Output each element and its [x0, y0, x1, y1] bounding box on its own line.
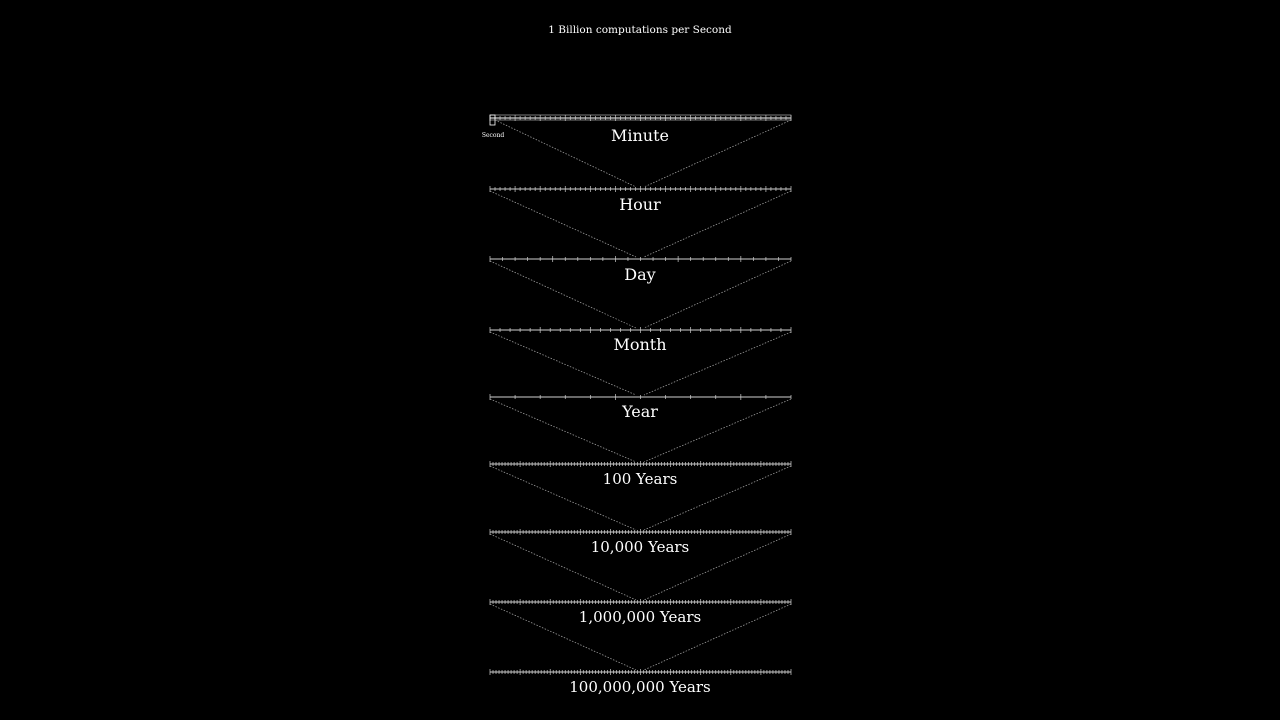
level-label: Year	[621, 402, 658, 421]
level-label: Hour	[619, 195, 661, 214]
ruler-ticks	[489, 669, 792, 675]
zoom-connector-right	[643, 398, 792, 463]
zoom-connector-left	[489, 465, 637, 531]
ruler-ticks	[489, 394, 792, 400]
zoom-connector-left	[489, 331, 637, 396]
level-1: Second Minute	[482, 114, 792, 188]
ruler-ticks	[489, 186, 792, 192]
level-label: 10,000 Years	[591, 538, 690, 556]
level-label: Minute	[611, 126, 669, 145]
level-label: 1,000,000 Years	[579, 608, 701, 626]
level-label: Day	[624, 265, 655, 284]
level-3: Day	[489, 256, 792, 329]
zoom-connector-right	[643, 190, 792, 258]
zoom-connector-left	[489, 260, 637, 329]
level-label: 100,000,000 Years	[569, 678, 710, 696]
level-label: 100 Years	[603, 470, 678, 488]
level-4: Month	[489, 327, 792, 396]
level-2: Hour	[489, 186, 792, 258]
level-5: Year	[489, 394, 792, 463]
ruler-ticks	[489, 461, 792, 467]
level-6: 100 Years	[489, 461, 792, 531]
ruler-ticks	[489, 529, 792, 535]
zoom-connector-right	[643, 331, 792, 396]
level-8: 1,000,000 Years	[489, 599, 792, 671]
level-7: 10,000 Years	[489, 529, 792, 601]
zoom-connector-right	[643, 260, 792, 329]
ruler-ticks	[489, 327, 792, 333]
level-label: Month	[613, 335, 666, 354]
level-9: 100,000,000 Years	[489, 669, 792, 696]
zoom-connector-left	[489, 190, 637, 258]
zoom-connector-left	[489, 398, 637, 463]
diagram-title: 1 Billion computations per Second	[548, 24, 732, 36]
zoom-connector-left	[494, 119, 637, 188]
second-label: Second	[482, 132, 504, 139]
ruler-ticks	[489, 256, 792, 262]
ruler-ticks	[489, 599, 792, 605]
